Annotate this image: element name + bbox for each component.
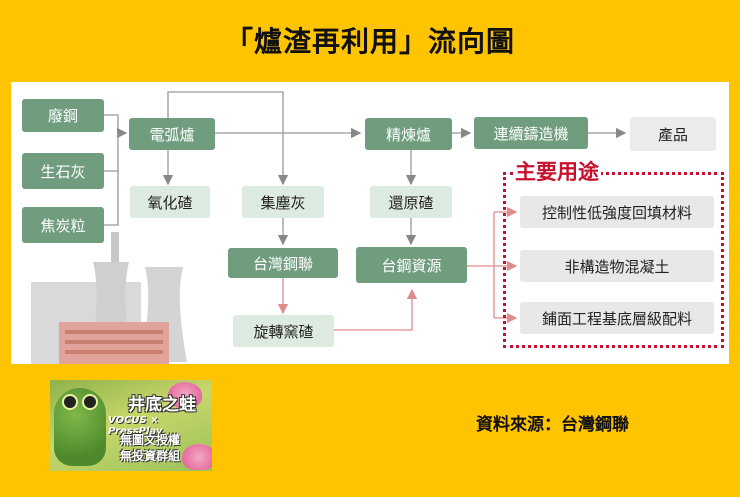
badge-note-1: 無圖文授權 — [120, 433, 181, 447]
taiwan-steel-union: 台灣鋼聯 — [228, 248, 338, 278]
refining-furnace: 精煉爐 — [365, 118, 452, 150]
electric-arc-furnace: 電弧爐 — [129, 118, 215, 150]
badge-note-2: 無投資群組 — [120, 449, 181, 463]
product: 產品 — [630, 117, 716, 151]
continuous-caster: 連續鑄造機 — [474, 117, 588, 149]
input-coke-particles: 焦炭粒 — [22, 207, 104, 243]
author-badge: 井底之蛙 VOCUS × PressPlay 無圖文授權 無投資群組 — [50, 380, 212, 471]
lotus-icon — [168, 382, 202, 408]
use-item-backfill: 控制性低強度回填材料 — [520, 196, 714, 228]
badge-tagline: VOCUS × PressPlay — [108, 415, 163, 437]
oxidizing-slag: 氧化碴 — [130, 186, 210, 218]
badge-name: 井底之蛙 — [128, 395, 196, 415]
dust-collection-ash: 集塵灰 — [242, 186, 324, 218]
taiwan-steel-resources: 台鋼資源 — [356, 247, 467, 283]
main-uses-heading: 主要用途 — [513, 156, 601, 186]
data-source: 資料來源：台灣鋼聯 — [476, 415, 629, 435]
frog-icon — [54, 388, 106, 466]
main-uses-frame — [503, 172, 724, 348]
reducing-slag: 還原碴 — [370, 186, 452, 218]
use-item-concrete: 非構造物混凝土 — [520, 250, 714, 282]
rotary-kiln-slag: 旋轉窯碴 — [233, 315, 334, 347]
input-quicklime: 生石灰 — [22, 153, 104, 189]
input-scrap-steel: 廢鋼 — [22, 99, 104, 132]
factory-illustration — [31, 232, 187, 364]
use-item-pavement: 鋪面工程基底層級配料 — [520, 302, 714, 334]
lotus-icon — [182, 444, 212, 470]
badge-notes: 無圖文授權 無投資群組 — [120, 432, 180, 464]
page-title: 「爐渣再利用」流向圖 — [224, 25, 515, 58]
